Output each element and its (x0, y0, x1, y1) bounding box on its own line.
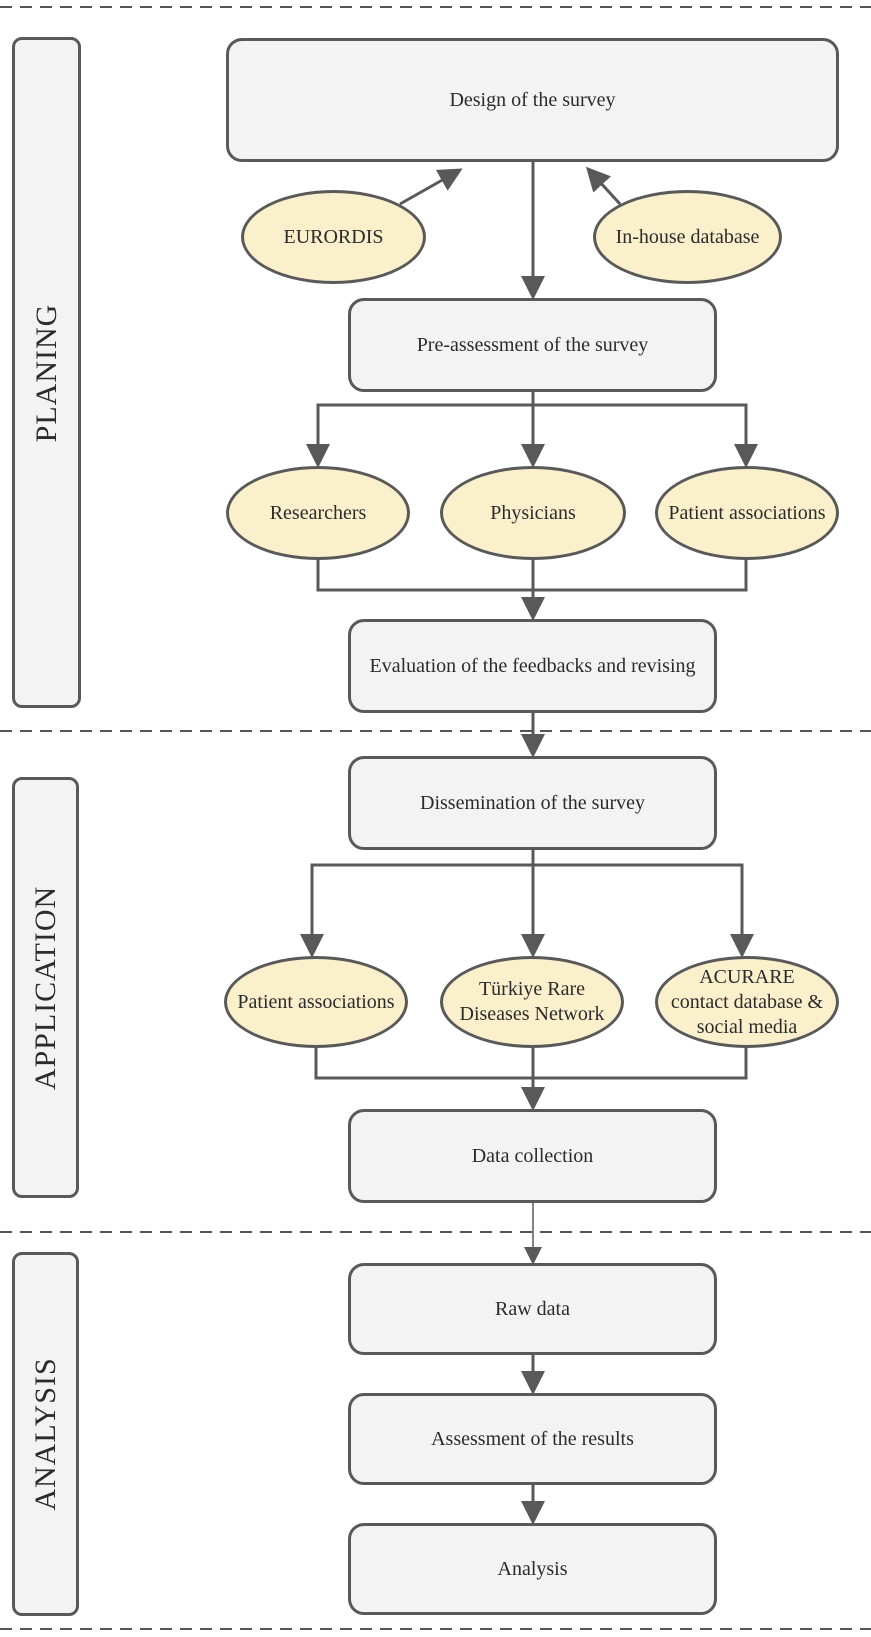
analysis-box: Analysis (348, 1523, 717, 1615)
inhouse-database-node: In-house database (593, 190, 782, 284)
arrow-eurordis-to-design (399, 168, 463, 206)
turkiye-rare-diseases-network-node: Türkiye Rare Diseases Network (440, 956, 624, 1048)
fanout-bar-planning (316, 403, 748, 465)
merge-bar-application (314, 1048, 748, 1080)
phase-application: APPLICATION (12, 777, 79, 1198)
arrow-inhouse-to-design (585, 166, 622, 206)
design-box: Design of the survey (226, 38, 839, 162)
phase-analysis: ANALYSIS (12, 1252, 79, 1616)
patient-associations-node-planning: Patient associations (655, 466, 839, 560)
eurordis-node: EURORDIS (241, 190, 426, 284)
fanout-bar-application (310, 863, 744, 955)
researchers-node: Researchers (226, 466, 410, 560)
patient-associations-node-application: Patient associations (224, 956, 408, 1048)
phase-analysis-label: ANALYSIS (28, 1357, 62, 1511)
phase-application-label: APPLICATION (28, 885, 62, 1090)
physicians-node: Physicians (440, 466, 626, 560)
raw-data-box: Raw data (348, 1263, 717, 1355)
dissemination-box: Dissemination of the survey (348, 756, 717, 850)
preassessment-box: Pre-assessment of the survey (348, 298, 717, 392)
data-collection-box: Data collection (348, 1109, 717, 1203)
acurare-node: ACURARE contact database & social media (655, 956, 839, 1048)
phase-planning: PLANING (12, 37, 81, 708)
assessment-box: Assessment of the results (348, 1393, 717, 1485)
phase-planning-label: PLANING (29, 303, 63, 442)
phase-separators (0, 6, 871, 1630)
evaluation-box: Evaluation of the feedbacks and revising (348, 619, 717, 713)
